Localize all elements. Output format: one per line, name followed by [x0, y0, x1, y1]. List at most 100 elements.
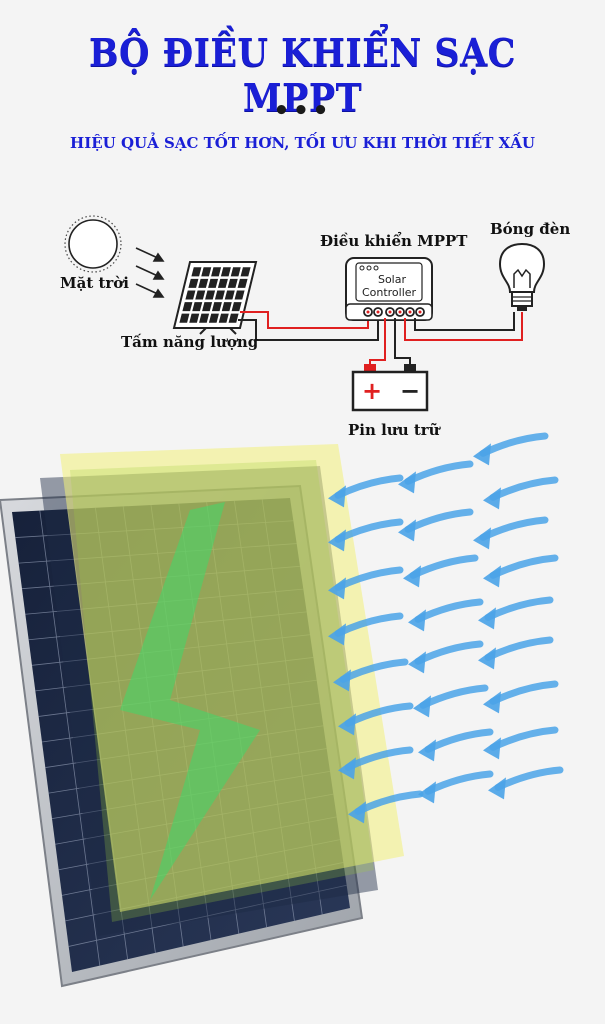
lightning-icon — [120, 502, 260, 900]
solar-cell — [199, 313, 210, 323]
wind-arrow-head-icon — [413, 695, 431, 718]
wind-arrow-head-icon — [483, 487, 501, 510]
wind-arrow-head-icon — [483, 691, 501, 714]
solar-cell — [188, 278, 199, 288]
solar-cell — [218, 313, 229, 323]
solar-cell — [211, 267, 222, 277]
solar-cell — [185, 290, 196, 300]
wind-arrow-icon — [489, 726, 559, 751]
wind-arrow-icon — [334, 474, 404, 499]
solar-cell — [189, 313, 200, 323]
wind-arrow-head-icon — [338, 757, 356, 780]
solar-cell — [192, 302, 203, 312]
wire-panel-negative — [238, 318, 379, 341]
panel-overlay-layers — [40, 444, 404, 936]
wind-arrow-head-icon — [328, 485, 346, 508]
solar-panel-label: Tấm năng lượng — [121, 333, 259, 351]
sunlight-arrows-icon — [135, 247, 165, 298]
wind-arrow-icon — [419, 684, 489, 709]
wind-arrow-head-icon — [398, 519, 416, 542]
wind-arrow-icon — [414, 640, 484, 665]
controller-label: Điều khiển MPPT — [320, 232, 468, 250]
solar-cell — [240, 267, 251, 277]
solar-cell — [220, 267, 231, 277]
solar-cell — [234, 290, 245, 300]
wind-arrow-icon — [414, 598, 484, 623]
wind-arrow-icon — [424, 770, 494, 795]
wind-arrow-head-icon — [473, 527, 491, 550]
wind-arrow-icon — [489, 554, 559, 579]
wind-arrow-icon — [484, 596, 554, 621]
wind-arrow-head-icon — [483, 737, 501, 760]
page-title: BỘ ĐIỀU KHIỂN SẠC MPPT — [89, 30, 516, 120]
battery-minus-sign: − — [400, 377, 420, 405]
solar-cell — [195, 290, 206, 300]
wind-arrow-icon — [409, 554, 479, 579]
battery-icon: + − — [351, 364, 429, 412]
wind-arrow-head-icon — [408, 651, 426, 674]
wind-arrows-group — [328, 432, 564, 824]
solar-cell — [217, 278, 228, 288]
solar-cell — [228, 313, 239, 323]
solar-cell — [227, 278, 238, 288]
solar-controller-icon: Solar Controller — [345, 257, 433, 321]
solar-cell — [205, 290, 216, 300]
wind-arrow-head-icon — [398, 471, 416, 494]
wind-arrow-head-icon — [483, 565, 501, 588]
wind-arrow-head-icon — [418, 781, 436, 804]
solar-cell — [230, 267, 241, 277]
wind-arrow-icon — [484, 636, 554, 661]
solar-cell — [214, 290, 225, 300]
wire-bulb-positive — [404, 312, 523, 341]
wind-arrow-icon — [404, 460, 474, 485]
solar-panel-icon — [172, 261, 258, 335]
wind-arrow-head-icon — [478, 607, 496, 630]
sun-label: Mặt trời — [60, 274, 130, 292]
wire-bulb-negative — [414, 312, 515, 331]
wind-arrow-icon — [404, 508, 474, 533]
battery-plus-sign: + — [362, 377, 382, 405]
sun-icon — [64, 215, 122, 273]
solar-cell — [201, 267, 212, 277]
wire-panel-positive — [240, 311, 369, 329]
wind-arrow-icon — [479, 432, 549, 457]
light-bulb-icon — [498, 242, 546, 311]
separator-dots: ••• — [273, 96, 332, 126]
wiring-diagram: Solar Controller + − — [64, 215, 546, 412]
wind-arrow-icon — [424, 728, 494, 753]
solar-cell — [198, 278, 209, 288]
wind-arrow-head-icon — [338, 713, 356, 736]
solar-cell — [191, 267, 202, 277]
solar-panel-wind-illustration — [0, 432, 564, 988]
wind-arrow-head-icon — [403, 565, 421, 588]
wind-arrow-icon — [489, 476, 559, 501]
wind-arrow-head-icon — [333, 669, 351, 692]
wind-arrow-head-icon — [408, 609, 426, 632]
wind-arrow-head-icon — [488, 777, 506, 800]
solar-cell — [208, 278, 219, 288]
wind-arrow-head-icon — [328, 623, 346, 646]
solar-cell — [237, 278, 248, 288]
solar-cell — [221, 302, 232, 312]
wind-arrow-head-icon — [478, 647, 496, 670]
battery-label: Pin lưu trữ — [348, 421, 440, 439]
bulb-label: Bóng đèn — [490, 220, 571, 238]
solar-cell — [211, 302, 222, 312]
wind-arrow-icon — [479, 516, 549, 541]
solar-cell — [179, 313, 190, 323]
solar-cell — [231, 302, 242, 312]
wind-arrow-head-icon — [473, 443, 491, 466]
controller-text-solar: Solar — [378, 273, 407, 286]
wire-battery-negative — [394, 318, 411, 372]
wind-arrow-head-icon — [418, 739, 436, 762]
solar-cell — [208, 313, 219, 323]
controller-text-controller: Controller — [362, 286, 417, 299]
page-subtitle: HIỆU QUẢ SẠC TỐT HƠN, TỐI ƯU KHI THỜI TI… — [70, 134, 535, 152]
wind-arrow-icon — [489, 680, 559, 705]
wind-arrow-head-icon — [348, 801, 366, 824]
solar-cell — [224, 290, 235, 300]
solar-cell — [182, 302, 193, 312]
wind-arrow-head-icon — [328, 577, 346, 600]
wind-arrow-head-icon — [328, 529, 346, 552]
solar-cell — [202, 302, 213, 312]
